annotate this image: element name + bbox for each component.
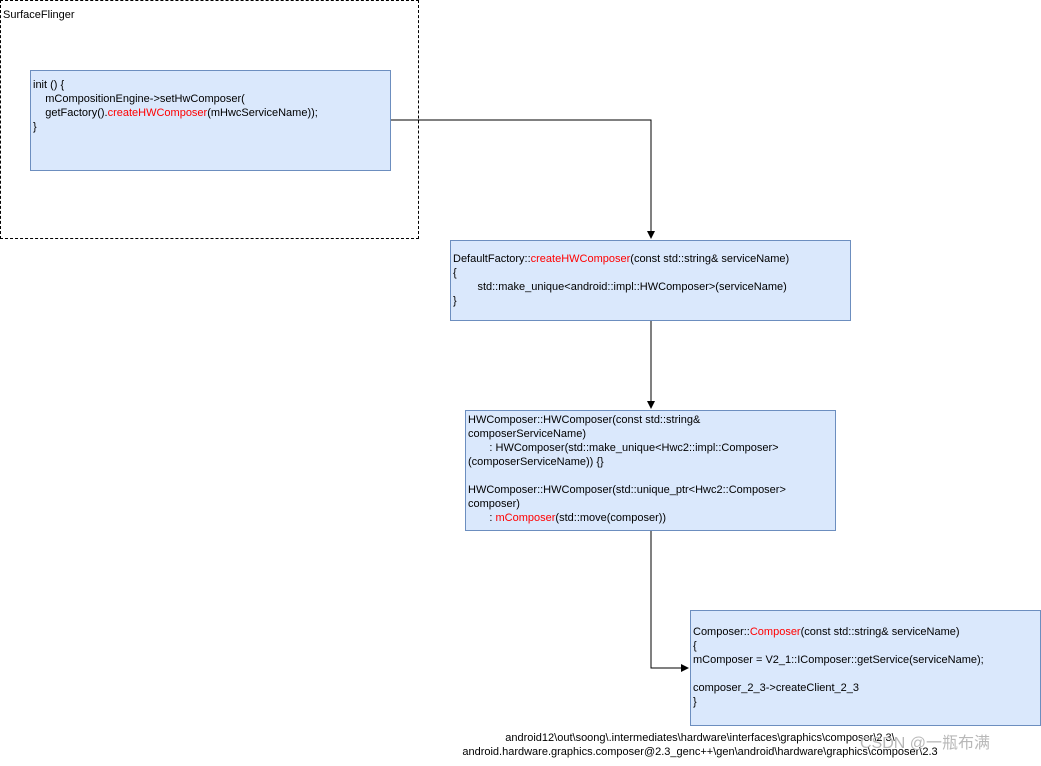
- node-composer: Composer::Composer(const std::string& se…: [690, 610, 1041, 726]
- code-line: {: [693, 640, 697, 652]
- highlight-text: Composer: [749, 626, 801, 638]
- container-label: SurfaceFlinger: [3, 9, 75, 21]
- code-line: : HWComposer(std::make_unique<Hwc2::impl…: [468, 442, 779, 454]
- source-path-note: android12\out\soong\.intermediates\hardw…: [440, 731, 960, 759]
- code-line: : mComposer(std::move(composer)): [468, 512, 667, 524]
- highlight-text: createHWComposer: [530, 253, 631, 265]
- source-path-line: android.hardware.graphics.composer@2.3_g…: [462, 746, 938, 758]
- code-line: getFactory().createHWComposer(mHwcServic…: [33, 107, 318, 119]
- code-line: (composerServiceName)) {}: [468, 456, 604, 468]
- node-hwcomposer: HWComposer::HWComposer(const std::string…: [465, 410, 836, 531]
- code-line: composer_2_3->createClient_2_3: [693, 682, 860, 694]
- node-surfaceflinger-init: init () { mCompositionEngine->setHwCompo…: [30, 70, 391, 171]
- watermark: CSDN @一瓶布满: [860, 735, 991, 752]
- code-line: DefaultFactory::createHWComposer(const s…: [453, 253, 790, 265]
- code-line: }: [693, 696, 697, 708]
- edge-init-to-factory: [391, 119, 655, 239]
- code-line: composerServiceName): [468, 428, 586, 440]
- code-line: {: [453, 267, 457, 279]
- code-line: HWComposer::HWComposer(const std::string…: [468, 414, 701, 426]
- highlight-text: mComposer: [495, 512, 556, 524]
- node-default-factory: DefaultFactory::createHWComposer(const s…: [450, 240, 851, 321]
- code-line: HWComposer::HWComposer(std::unique_ptr<H…: [468, 484, 786, 496]
- code-line: mComposer = V2_1::IComposer::getService(…: [693, 654, 984, 666]
- code-line: }: [453, 295, 457, 307]
- code-line: composer): [468, 498, 520, 510]
- code-line: std::make_unique<android::impl::HWCompos…: [453, 281, 787, 293]
- edge-hwc-to-composer: [650, 531, 689, 672]
- source-path-line: android12\out\soong\.intermediates\hardw…: [505, 732, 895, 744]
- code-line: mCompositionEngine->setHwComposer(: [33, 93, 245, 105]
- code-line: }: [33, 121, 37, 133]
- code-line: Composer::Composer(const std::string& se…: [693, 626, 960, 638]
- highlight-text: createHWComposer: [107, 107, 208, 119]
- code-line: [693, 667, 1038, 681]
- code-line: init () {: [33, 79, 65, 91]
- code-line: [468, 469, 833, 483]
